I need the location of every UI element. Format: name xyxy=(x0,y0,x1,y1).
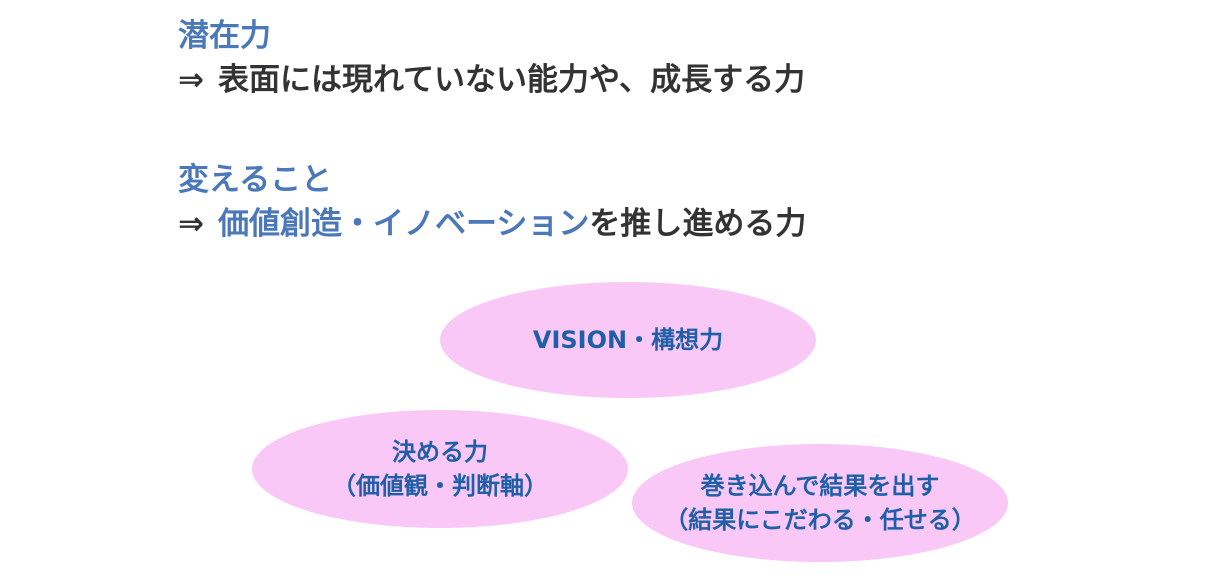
section-description: ⇒ 表面には現れていない能力や、成長する力 xyxy=(178,58,805,102)
arrow-icon: ⇒ xyxy=(178,206,204,242)
section-latent-power: 潜在力 ⇒ 表面には現れていない能力や、成長する力 xyxy=(178,14,805,102)
ellipse-label: 巻き込んで結果を出す xyxy=(700,472,940,500)
ellipse-sublabel: （結果にこだわる・任せる） xyxy=(664,506,976,534)
ellipse-label: 決める力 xyxy=(392,438,488,466)
description-text: 表面には現れていない能力や、成長する力 xyxy=(217,62,806,98)
arrow-icon: ⇒ xyxy=(178,62,204,98)
ellipse-involve: 巻き込んで結果を出す （結果にこだわる・任せる） xyxy=(632,444,1008,562)
description-accent-text: 価値創造・イノベーション xyxy=(217,206,590,242)
ellipse-vision: VISION・構想力 xyxy=(440,282,816,398)
section-heading: 変えること xyxy=(178,162,333,198)
description-text: を推し進める力 xyxy=(589,206,807,242)
ellipse-sublabel: （価値観・判断軸） xyxy=(332,472,548,500)
section-description: ⇒ 価値創造・イノベーションを推し進める力 xyxy=(178,202,806,246)
section-heading: 潜在力 xyxy=(178,18,271,54)
section-changing: 変えること ⇒ 価値創造・イノベーションを推し進める力 xyxy=(178,158,806,246)
ellipse-decide: 決める力 （価値観・判断軸） xyxy=(252,410,628,528)
ellipse-label: VISION・構想力 xyxy=(532,326,724,354)
